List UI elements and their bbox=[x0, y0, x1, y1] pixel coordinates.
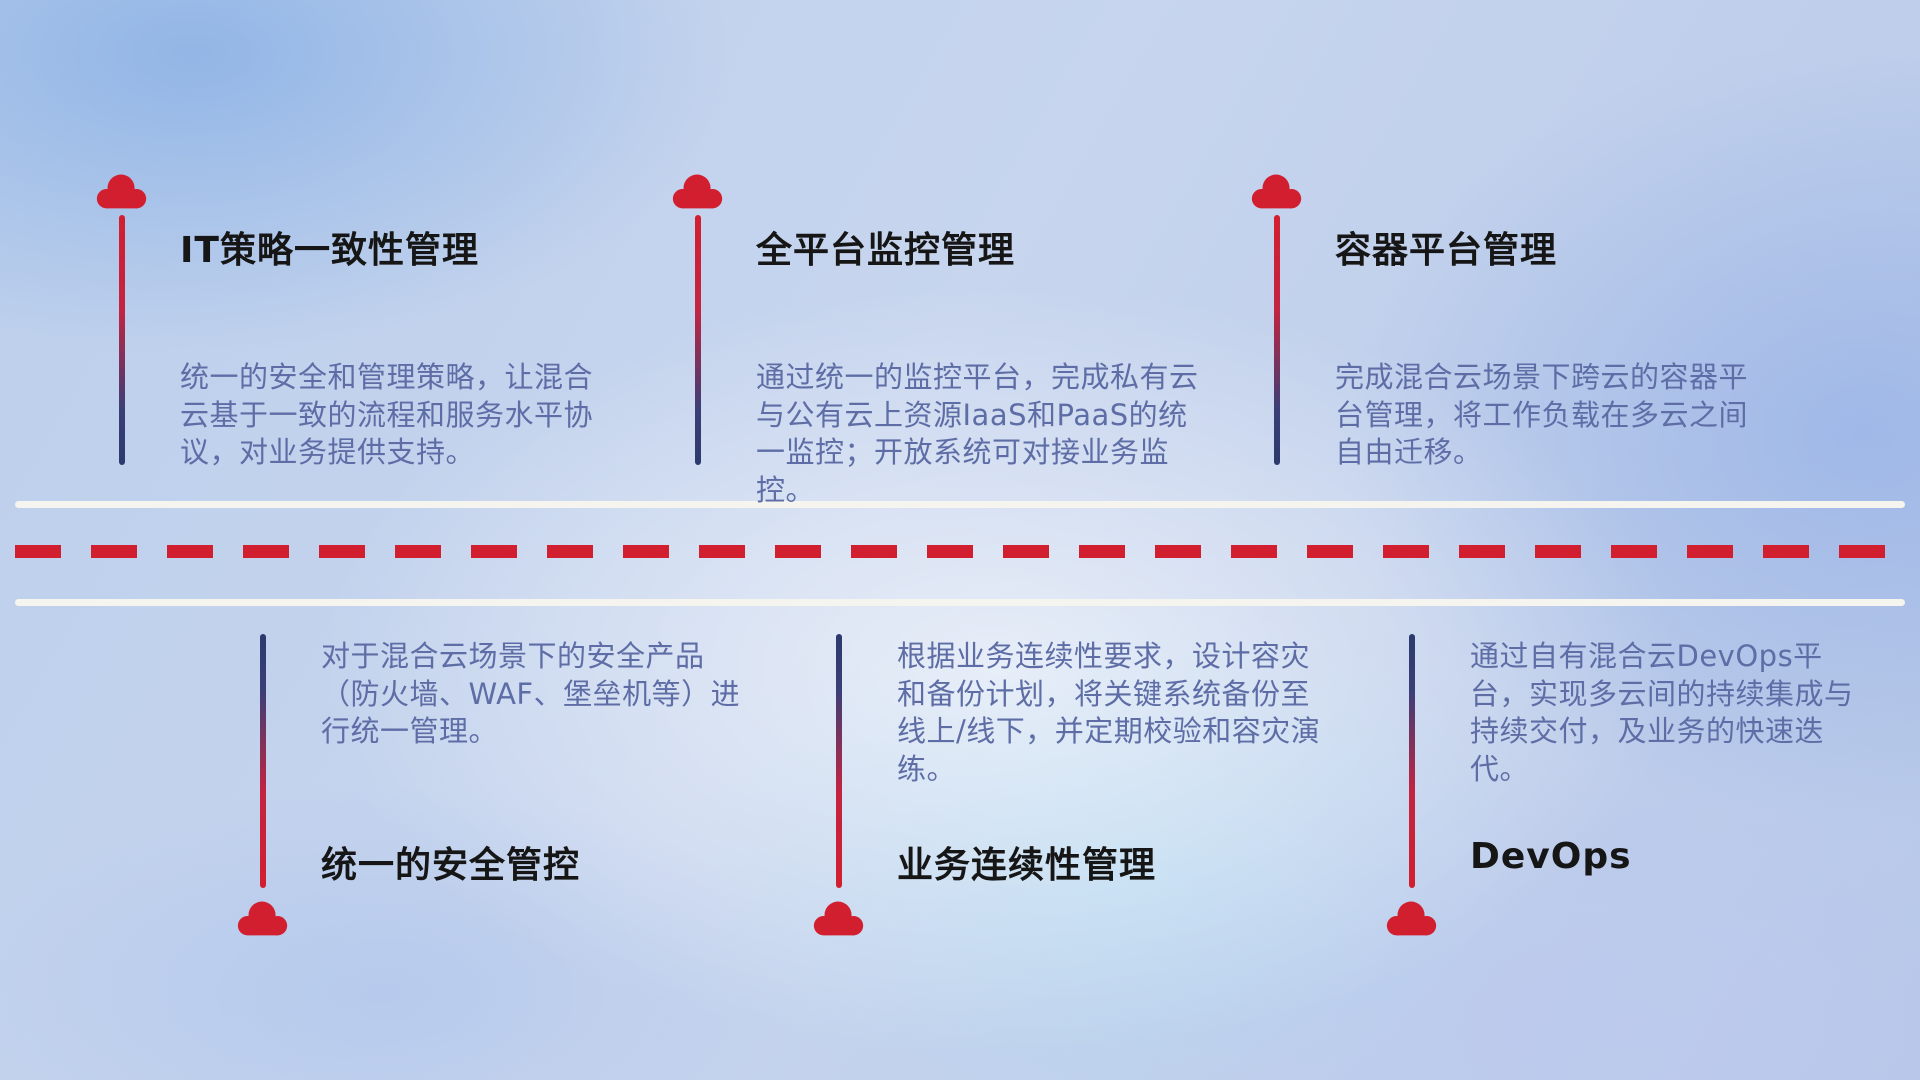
item-description: 通过自有混合云DevOps平台，实现多云间的持续集成与持续交付，及业务的快速迭代… bbox=[1470, 639, 1854, 787]
road-top-line bbox=[15, 501, 1905, 508]
cloud-icon bbox=[1383, 896, 1441, 938]
item-description: 通过统一的监控平台，完成私有云与公有云上资源IaaS和PaaS的统一监控；开放系… bbox=[756, 360, 1199, 508]
item-description: 对于混合云场景下的安全产品（防火墙、WAF、堡垒机等）进行统一管理。 bbox=[321, 639, 741, 749]
road-bottom-line bbox=[15, 599, 1905, 606]
item-title: 全平台监控管理 bbox=[756, 230, 1016, 271]
connector-line bbox=[695, 215, 701, 465]
cloud-icon bbox=[1248, 169, 1306, 211]
connector-line bbox=[1409, 634, 1415, 888]
item-title: IT策略一致性管理 bbox=[180, 230, 479, 271]
item-title: 业务连续性管理 bbox=[897, 845, 1157, 886]
connector-line bbox=[836, 634, 842, 888]
cloud-icon bbox=[669, 169, 727, 211]
item-description: 统一的安全和管理策略，让混合云基于一致的流程和服务水平协议，对业务提供支持。 bbox=[180, 360, 594, 470]
connector-line bbox=[260, 634, 266, 888]
cloud-icon bbox=[234, 896, 292, 938]
item-title: 统一的安全管控 bbox=[321, 845, 581, 886]
cloud-icon bbox=[810, 896, 868, 938]
cloud-icon bbox=[93, 169, 151, 211]
item-title: DevOps bbox=[1470, 836, 1632, 877]
item-title: 容器平台管理 bbox=[1335, 230, 1558, 271]
connector-line bbox=[1274, 215, 1280, 465]
connector-line bbox=[119, 215, 125, 465]
item-description: 根据业务连续性要求，设计容灾和备份计划，将关键系统备份至线上/线下，并定期校验和… bbox=[897, 639, 1321, 787]
road-dashed-center-line bbox=[15, 545, 1905, 558]
item-description: 完成混合云场景下跨云的容器平台管理，将工作负载在多云之间自由迁移。 bbox=[1335, 360, 1749, 470]
